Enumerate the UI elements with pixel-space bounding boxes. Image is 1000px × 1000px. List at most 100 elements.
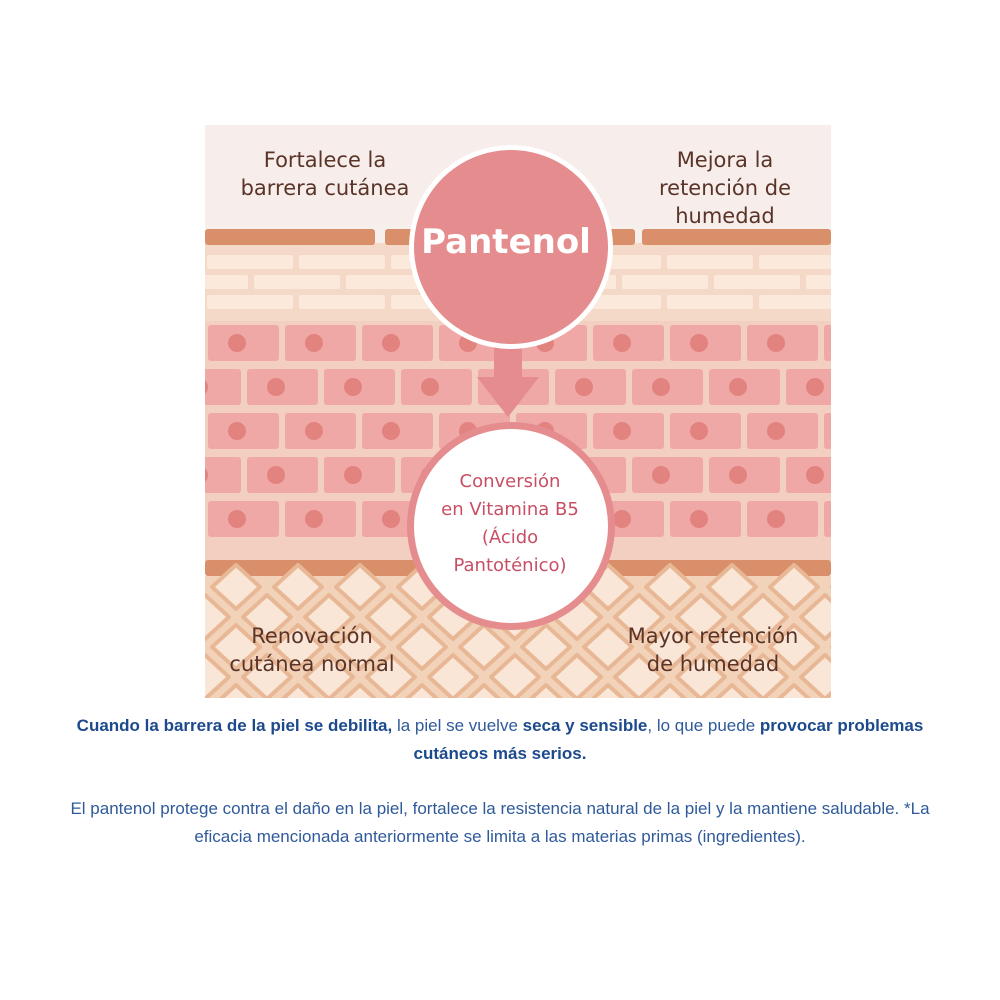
- dermis-diamond: [210, 623, 262, 671]
- cell-nucleus: [382, 510, 400, 528]
- dermis-diamond: [737, 593, 789, 641]
- label-mejora: Mejora la retención de humedad: [640, 146, 810, 230]
- caption-paragraph-2: El pantenol protege contra el daño en la…: [70, 799, 930, 846]
- caption-p1-part3: seca y sensible: [522, 716, 648, 735]
- caption-p1-part1: Cuando la barrera de la piel se debilita…: [76, 716, 393, 735]
- cell-nucleus: [767, 422, 785, 440]
- brick: [207, 295, 293, 309]
- brick: [667, 255, 753, 269]
- conversion-line4: Pantoténico): [453, 555, 567, 576]
- conversion-line1: Conversión: [459, 471, 561, 492]
- dermis-diamond: [706, 623, 758, 671]
- cell-nucleus: [228, 334, 246, 352]
- cell-nucleus: [382, 334, 400, 352]
- label-renovacion: Renovación cutánea normal: [222, 622, 402, 678]
- cell-nucleus: [690, 334, 708, 352]
- cell-nucleus: [767, 334, 785, 352]
- cell-nucleus: [205, 380, 208, 394]
- dermis-diamond: [404, 683, 440, 698]
- cell-nucleus: [382, 422, 400, 440]
- cell-nucleus: [767, 510, 785, 528]
- dermis-diamond: [737, 653, 789, 698]
- dermis-diamond: [272, 563, 324, 611]
- dermis-diamond: [644, 623, 696, 671]
- skin-layers-graphic: [205, 125, 831, 698]
- dermis-diamond: [520, 623, 572, 671]
- dermis-diamond: [466, 683, 502, 698]
- dermis-diamond: [365, 653, 417, 698]
- caption-p1-part4: , lo que puede: [647, 716, 760, 735]
- cell-nucleus: [305, 334, 323, 352]
- dermis-diamond: [272, 623, 324, 671]
- brick: [714, 275, 800, 289]
- skin-barrier-illustration: [205, 125, 831, 698]
- dermis-diamond: [675, 593, 727, 641]
- label-mayor-line2: de humedad: [646, 652, 780, 676]
- dermis-diamond: [365, 593, 417, 641]
- dermis-diamond: [210, 563, 262, 611]
- dermis-diamond: [528, 683, 564, 698]
- conversion-line2: en Vitamina B5: [441, 499, 579, 520]
- brick: [299, 255, 385, 269]
- skin-cell: [205, 369, 241, 405]
- dermis-diamond: [644, 563, 696, 611]
- skin-cell: [824, 325, 831, 361]
- dermis-diamond: [489, 653, 541, 698]
- label-renovacion-line2: cutánea normal: [229, 652, 395, 676]
- cell-nucleus: [267, 378, 285, 396]
- cell-nucleus: [228, 510, 246, 528]
- label-renovacion-line1: Renovación: [251, 624, 373, 648]
- cell-nucleus: [267, 466, 285, 484]
- brick: [667, 295, 753, 309]
- cell-nucleus: [305, 510, 323, 528]
- dermis-diamond: [582, 623, 634, 671]
- dermis-diamond: [776, 683, 812, 698]
- pantenol-circle: [414, 150, 608, 344]
- cell-nucleus: [652, 466, 670, 484]
- conversion-circle: [414, 429, 608, 623]
- dermis-diamond: [675, 653, 727, 698]
- brick: [346, 275, 432, 289]
- cell-nucleus: [613, 422, 631, 440]
- brick: [622, 275, 708, 289]
- skin-cell: [205, 457, 241, 493]
- dermis-diamond: [458, 623, 510, 671]
- pantenol-title: Pantenol: [421, 222, 591, 262]
- label-mejora-line1: Mejora la: [676, 148, 774, 172]
- skin-cell: [824, 413, 831, 449]
- skin-cell: [824, 501, 831, 537]
- brick: [205, 275, 248, 289]
- dermis-diamond: [652, 683, 688, 698]
- dermis-diamond: [218, 683, 254, 698]
- cell-nucleus: [575, 378, 593, 396]
- label-mejora-line3: humedad: [675, 204, 775, 228]
- dermis-diamond: [427, 653, 479, 698]
- dermis-diamond: [613, 593, 665, 641]
- brick: [207, 255, 293, 269]
- label-mayor-retencion: Mayor retención de humedad: [608, 622, 818, 678]
- brick: [759, 255, 831, 269]
- dermis-diamond: [205, 593, 231, 641]
- cell-nucleus: [729, 466, 747, 484]
- cell-nucleus: [729, 378, 747, 396]
- caption-paragraph-1: Cuando la barrera de la piel se debilita…: [40, 712, 960, 768]
- caption-p1-part5: provocar problemas cutáneos más serios.: [413, 716, 924, 763]
- dermis-diamond: [334, 563, 386, 611]
- cell-nucleus: [806, 378, 824, 396]
- brick: [759, 295, 831, 309]
- dermis-diamond: [799, 653, 831, 698]
- cell-nucleus: [228, 422, 246, 440]
- dermis-diamond: [551, 653, 603, 698]
- dermis-diamond: [768, 563, 820, 611]
- cell-nucleus: [205, 468, 208, 482]
- dermis-diamond: [590, 683, 626, 698]
- dermis-diamond: [205, 653, 231, 698]
- brick: [806, 275, 831, 289]
- cell-nucleus: [652, 378, 670, 396]
- dermis-diamond: [706, 563, 758, 611]
- caption-p1-part2: la piel se vuelve: [392, 716, 523, 735]
- cell-nucleus: [421, 378, 439, 396]
- arrow-head: [477, 377, 539, 417]
- dermis-diamond: [714, 683, 750, 698]
- dermis-diamond: [396, 623, 448, 671]
